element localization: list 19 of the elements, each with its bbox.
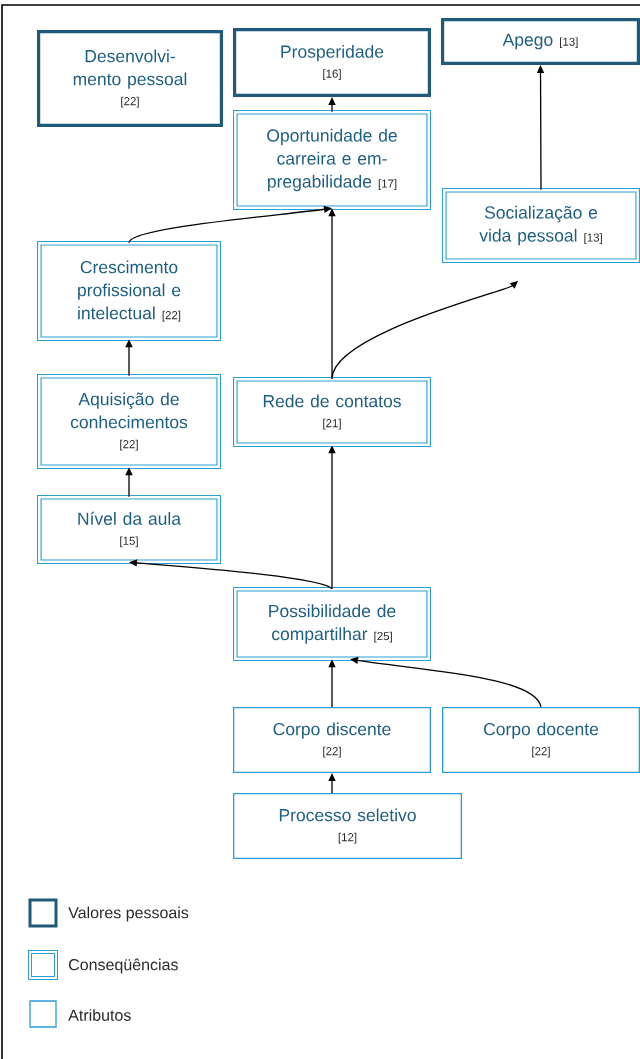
consequence-box: Crescimento profissional e intelectual [22]: [37, 241, 221, 341]
attribute-box: Corpo docente [22]: [442, 707, 640, 773]
arrow: [328, 97, 336, 113]
consequence-box: Aquisição de conhecimentos [22]: [37, 374, 221, 469]
attribute-box: Corpo discente [22]: [233, 707, 431, 773]
arrow: [129, 559, 333, 590]
consequence-box: Rede de contatos [21]: [233, 377, 431, 447]
legend-label: Valores pessoais: [68, 906, 189, 922]
arrow: [128, 205, 332, 244]
value-box: Apego [13]: [441, 18, 640, 65]
consequence-box: Socialização e vida pessoal [13]: [442, 188, 640, 263]
value-box: Desenvolvi- mento pessoal [22]: [37, 30, 223, 127]
consequence-box: Oportunidade de carreira e em- pregabilidade [17]: [233, 110, 431, 210]
value-box: Prosperidade [16]: [233, 28, 431, 97]
consequence-box: Possibilidade de compartilhar [25]: [233, 587, 431, 661]
legend-label: Conseqüências: [69, 958, 178, 974]
attribute-box: Processo seletivo [12]: [233, 793, 462, 859]
legend-label: Atributos: [68, 1009, 131, 1021]
consequence-box: Nível da aula [15]: [37, 495, 221, 564]
